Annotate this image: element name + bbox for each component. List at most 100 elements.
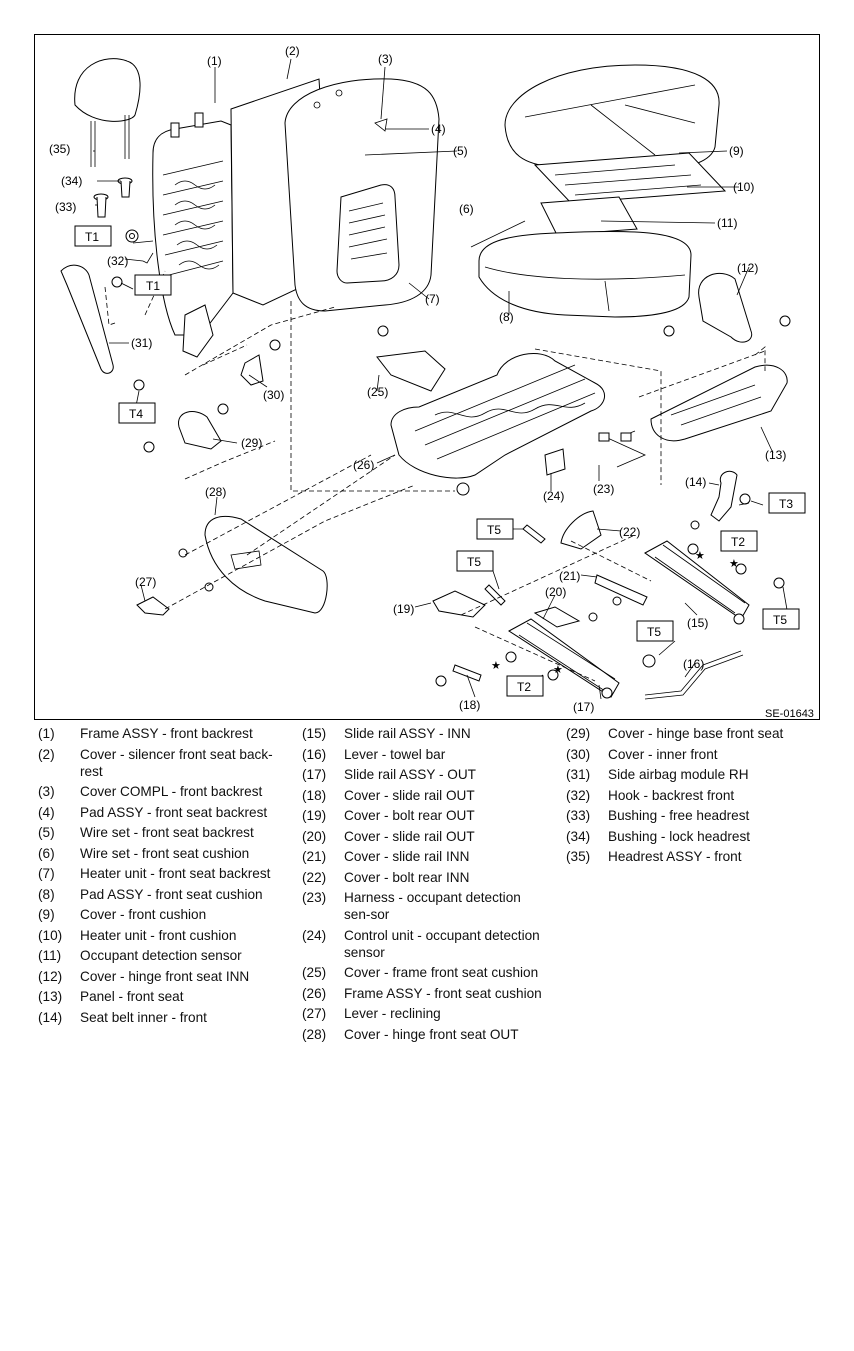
callout-23: (23) bbox=[593, 482, 614, 496]
callout-19: (19) bbox=[393, 602, 414, 616]
callout-9: (9) bbox=[729, 144, 744, 158]
callout-31: (31) bbox=[131, 336, 152, 350]
legend-item-text: Seat belt inner - front bbox=[80, 1009, 207, 1025]
legend-item-number: (24) bbox=[302, 927, 327, 943]
legend-item-number: (22) bbox=[302, 869, 327, 885]
control-unit-part bbox=[544, 448, 566, 476]
callout-30: (30) bbox=[263, 388, 284, 402]
legend-item-number: (31) bbox=[566, 767, 591, 782]
legend-item-text: Wire set - front seat cushion bbox=[80, 845, 250, 861]
legend-item-number: (19) bbox=[302, 808, 327, 823]
legend-item-number: (5) bbox=[38, 825, 55, 840]
legend-item-text: Frame ASSY - front backrest bbox=[80, 726, 253, 741]
callout-6: (6) bbox=[459, 202, 474, 216]
cushion-pad-part bbox=[478, 230, 692, 318]
legend-item-text: Harness - occupant detection sen-sor bbox=[344, 890, 521, 922]
legend-item-number: (15) bbox=[302, 726, 327, 741]
star-mark: ★ bbox=[695, 550, 705, 562]
legend-item-number: (35) bbox=[566, 849, 591, 864]
wire-set-part bbox=[470, 220, 526, 248]
callout-29: (29) bbox=[241, 436, 262, 450]
backrest-frame-part bbox=[152, 112, 234, 358]
panel-part bbox=[650, 364, 788, 442]
hinge-cover-inn-part bbox=[698, 272, 753, 343]
backrest-cover-part bbox=[284, 78, 440, 312]
callout-1: (1) bbox=[207, 54, 222, 68]
callout-27: (27) bbox=[135, 575, 156, 589]
legend-item-text: Cover - bolt rear INN bbox=[344, 869, 470, 885]
legend-item-text: Slide rail ASSY - OUT bbox=[344, 767, 476, 782]
legend-item-text: Cover - silencer front seat back-rest bbox=[80, 746, 273, 779]
legend-item-number: (16) bbox=[302, 746, 327, 762]
legend-item-text: Heater unit - front cushion bbox=[80, 927, 237, 943]
legend-item-number: (10) bbox=[38, 927, 63, 943]
callout-11: (11) bbox=[717, 216, 737, 230]
legend-item-text: Control unit - occupant detection sensor bbox=[344, 927, 540, 960]
callout-25: (25) bbox=[367, 385, 388, 399]
legend-item-text: Panel - front seat bbox=[80, 989, 184, 1004]
legend-item-text: Hook - backrest front bbox=[608, 787, 735, 803]
legend-item-text: Heater unit - front seat backrest bbox=[80, 866, 271, 881]
callout-16: (16) bbox=[683, 657, 704, 671]
bushings-part bbox=[93, 177, 154, 264]
slide-rail-cover-out-part bbox=[533, 606, 581, 628]
callout-24: (24) bbox=[543, 489, 564, 503]
legend-item-number: (20) bbox=[302, 828, 327, 844]
legend-item-number: (1) bbox=[38, 726, 55, 741]
legend-item-number: (3) bbox=[38, 784, 55, 799]
legend-item-number: (29) bbox=[566, 726, 591, 741]
callout-34: (34) bbox=[61, 174, 82, 188]
torque-label-t3: T3 bbox=[779, 497, 793, 511]
bolt-cover-rear-inn-part bbox=[560, 510, 602, 550]
legend-item-text: Cover COMPL - front backrest bbox=[80, 784, 263, 799]
legend-item-text: Cover - bolt rear OUT bbox=[344, 808, 475, 823]
legend-item-number: (27) bbox=[302, 1006, 327, 1021]
torque-label-t4: T4 bbox=[129, 407, 143, 421]
diagram-svg: (1) (2) (3) (4) (5) (6) (7) (8) (9) (10)… bbox=[49, 44, 814, 720]
slide-rail-out-part bbox=[505, 618, 620, 699]
legend-item-number: (2) bbox=[38, 746, 55, 762]
legend-item-number: (9) bbox=[38, 907, 55, 922]
callout-35: (35) bbox=[49, 142, 70, 156]
slide-rail-cover-inn-part bbox=[594, 574, 648, 606]
legend-item-text: Lever - reclining bbox=[344, 1006, 441, 1021]
slide-rail-inn-part bbox=[644, 540, 785, 625]
callout-12: (12) bbox=[737, 261, 758, 275]
callout-5: (5) bbox=[453, 144, 468, 158]
torque-label-t1-2: T1 bbox=[146, 279, 160, 293]
seatbelt-inner-part bbox=[710, 470, 738, 522]
figure-code: SE-01643 bbox=[765, 708, 814, 720]
star-mark: ★ bbox=[491, 660, 501, 672]
callout-2: (2) bbox=[285, 44, 300, 58]
legend-item-text: Side airbag module RH bbox=[608, 767, 749, 782]
legend-item-number: (8) bbox=[38, 886, 55, 902]
legend-item-text: Cover - hinge front seat INN bbox=[80, 968, 250, 984]
torque-label-t2-2: T2 bbox=[517, 680, 531, 694]
callout-15: (15) bbox=[687, 616, 708, 630]
legend-item-number: (17) bbox=[302, 767, 327, 782]
star-mark: ★ bbox=[729, 558, 739, 570]
headrest-part bbox=[74, 58, 141, 167]
legend-item-text: Cover - slide rail INN bbox=[344, 849, 470, 864]
callout-22: (22) bbox=[619, 525, 640, 539]
legend-item-number: (32) bbox=[566, 787, 591, 803]
legend-item-number: (4) bbox=[38, 804, 55, 820]
callout-3: (3) bbox=[378, 52, 393, 66]
legend-item-number: (21) bbox=[302, 849, 327, 864]
legend-item-text: Pad ASSY - front seat backrest bbox=[80, 804, 268, 820]
torque-label-t5-4: T5 bbox=[773, 613, 787, 627]
legend-item-text: Lever - towel bar bbox=[344, 746, 446, 762]
legend-item-text: Cover - slide rail OUT bbox=[344, 787, 475, 803]
bolt-cover-rear-out-part bbox=[432, 590, 486, 618]
legend-item-number: (11) bbox=[38, 948, 62, 963]
side-airbag-part bbox=[60, 264, 114, 374]
reclining-lever-part bbox=[136, 596, 170, 616]
legend-item-text: Wire set - front seat backrest bbox=[80, 825, 254, 840]
torque-label-t2: T2 bbox=[731, 535, 745, 549]
inner-cover-part bbox=[240, 354, 264, 386]
torque-label-t1: T1 bbox=[85, 230, 99, 244]
legend-item-text: Frame ASSY - front seat cushion bbox=[344, 985, 542, 1001]
legend-item-text: Cover - frame front seat cushion bbox=[344, 965, 539, 980]
torque-label-t5-3: T5 bbox=[647, 625, 661, 639]
hinge-cover-out-part bbox=[204, 515, 328, 614]
